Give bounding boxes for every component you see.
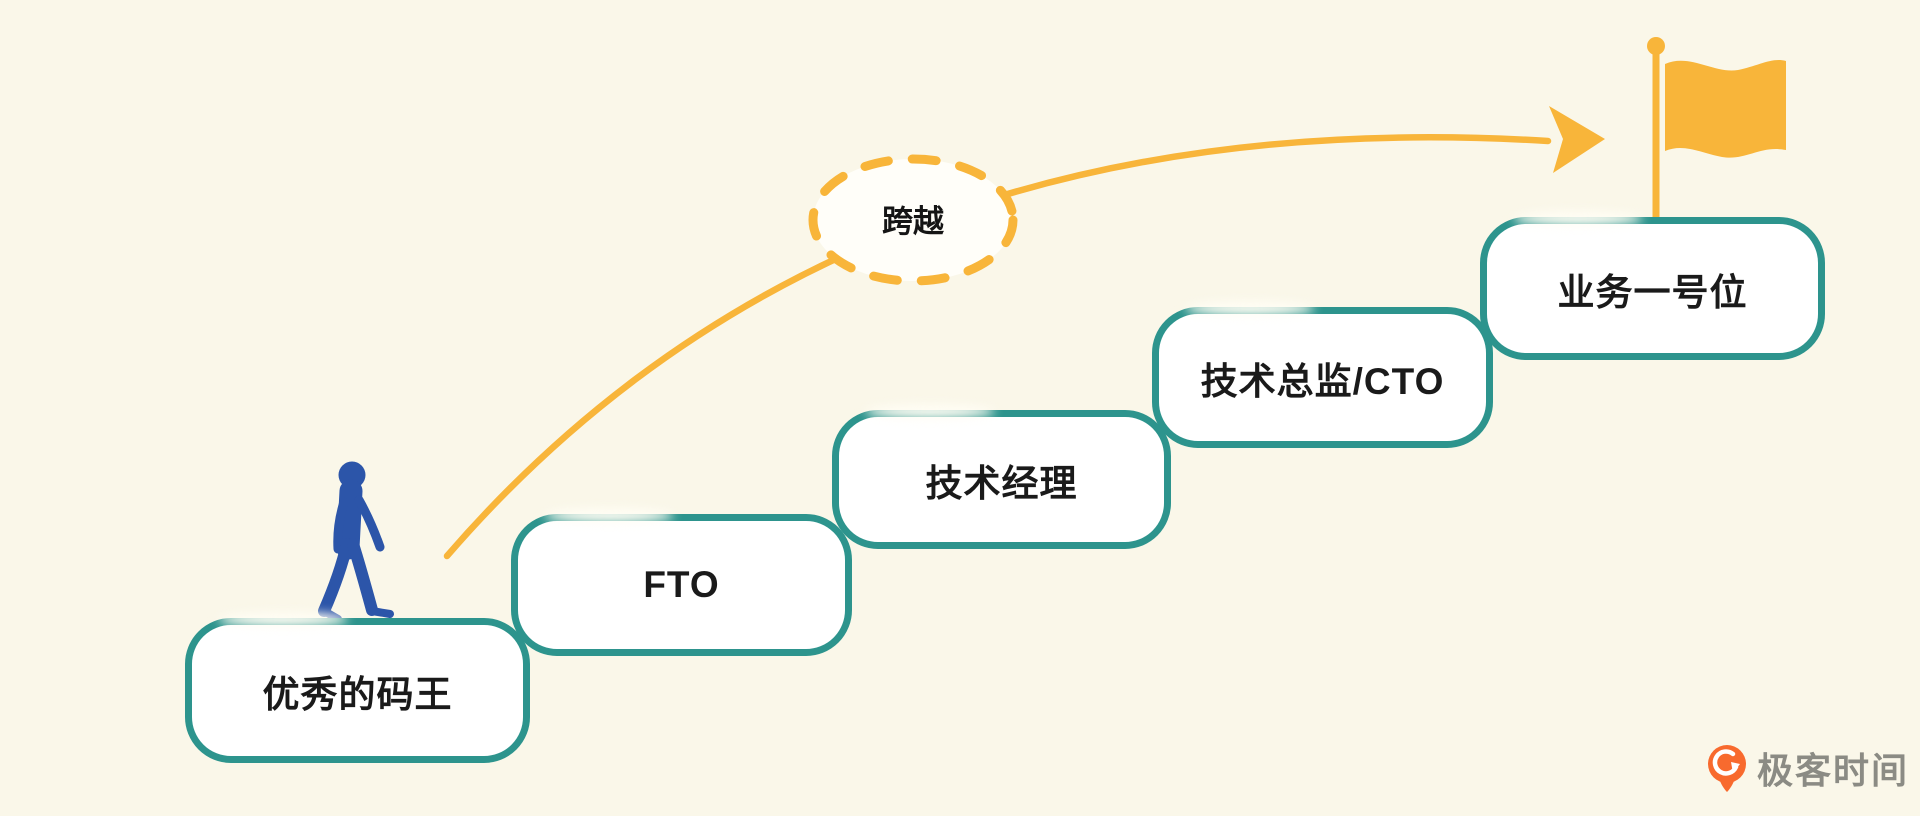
- step-box-tech-manager: 技术经理: [832, 404, 1171, 549]
- step-label: 业务一号位: [1557, 271, 1748, 313]
- person-back-leg: [318, 538, 353, 617]
- person-front-foot: [368, 607, 394, 618]
- leap-label: 跨越: [882, 204, 945, 239]
- person-front-arm: [354, 495, 385, 552]
- leap-ellipse-outline: [808, 154, 1018, 286]
- step-box-fto: FTO: [511, 508, 852, 656]
- box-highlight: [544, 508, 674, 523]
- step-label: FTO: [643, 564, 720, 605]
- box-highlight: [1185, 301, 1315, 316]
- step-box-excellent-coder: 优秀的码王: [185, 612, 530, 763]
- box-highlight: [1513, 211, 1643, 226]
- step-box-tech-director-cto: 技术总监/CTO: [1152, 301, 1493, 448]
- flag-pole-ball: [1647, 37, 1665, 55]
- step-box-business-lead: 业务一号位: [1480, 211, 1825, 360]
- step-label: 技术经理: [925, 462, 1078, 504]
- geektime-logo-text: 极客时间: [1757, 750, 1910, 791]
- walking-person-icon: [318, 461, 394, 623]
- dashed-leap-ellipse: 跨越: [808, 154, 1018, 286]
- person-back-arm: [333, 497, 349, 554]
- flag-pole: [1652, 46, 1660, 220]
- arrowhead-icon: [1549, 106, 1605, 173]
- box-highlight: [218, 612, 348, 627]
- box-highlight: [865, 404, 995, 419]
- person-front-leg: [347, 538, 378, 616]
- step-label: 优秀的码王: [262, 673, 453, 715]
- flag-cloth: [1665, 59, 1786, 158]
- flag-icon: [1647, 37, 1786, 220]
- step-label: 技术总监/CTO: [1200, 360, 1445, 402]
- geektime-logo: 极客时间: [1706, 742, 1909, 794]
- geektime-logo-icon: [1708, 744, 1746, 792]
